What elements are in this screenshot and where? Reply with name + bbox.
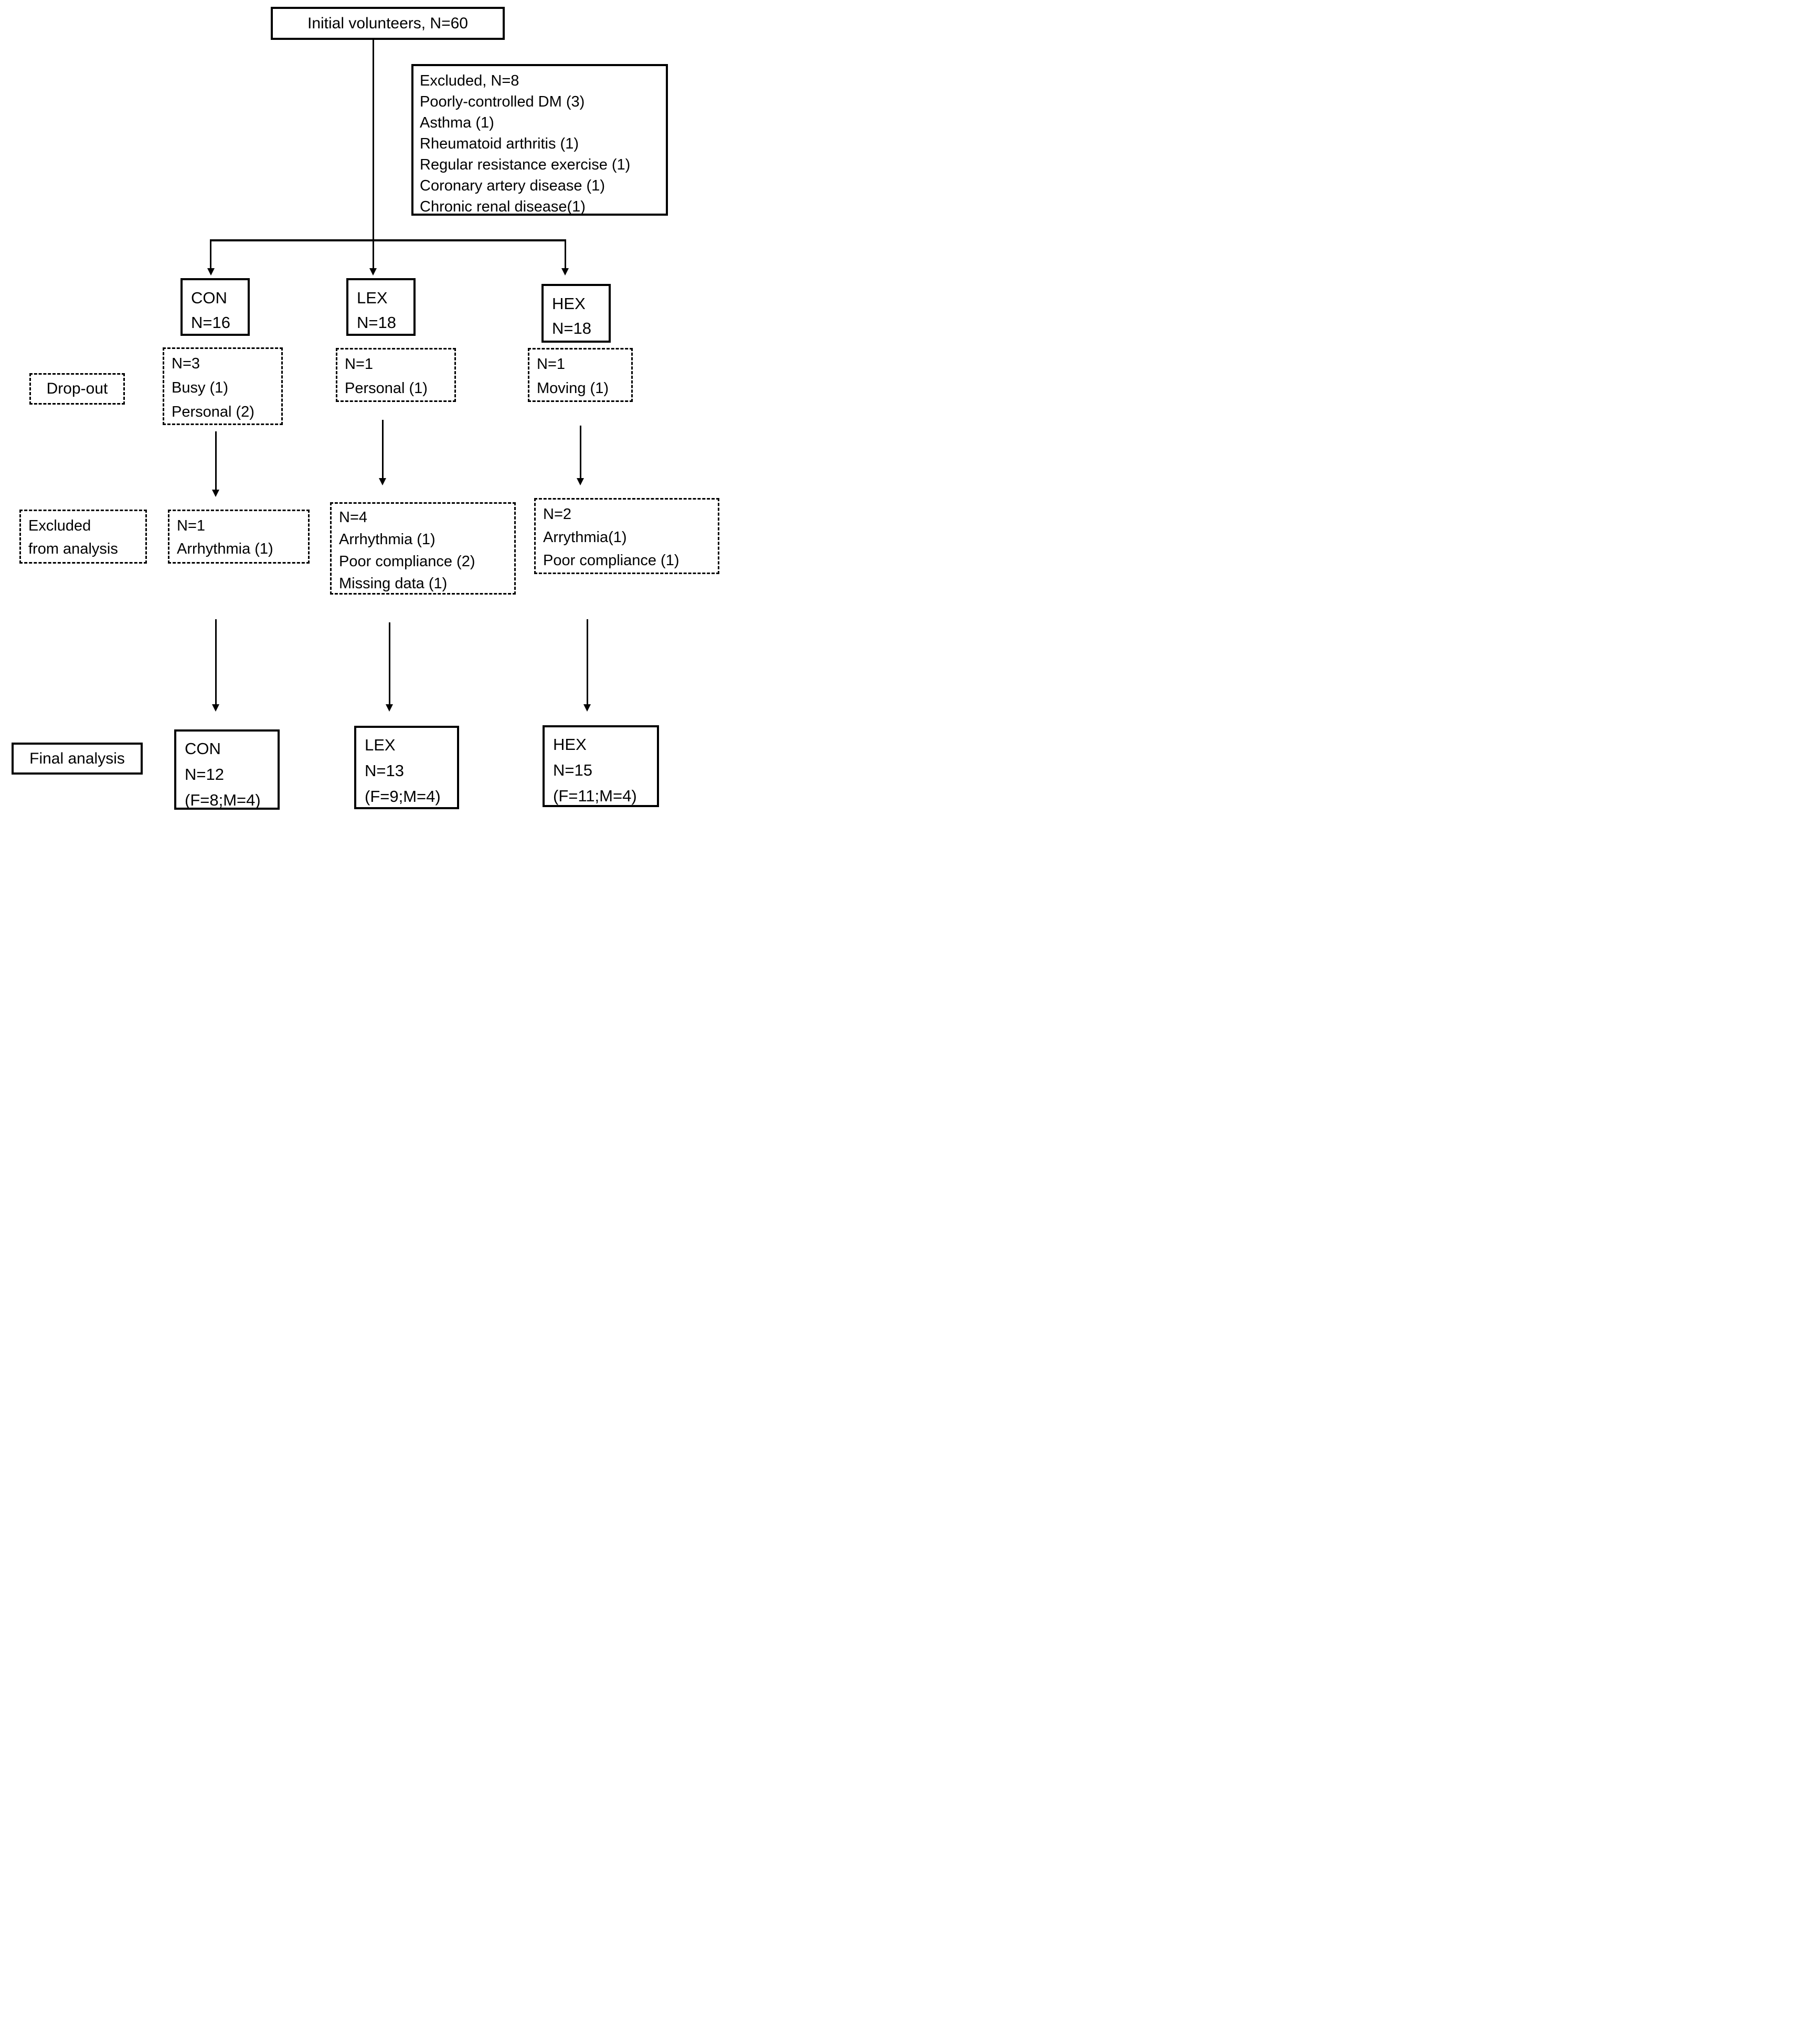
arrowhead-hex-excluded (577, 478, 584, 485)
hex-final-sex: (F=11;M=4) (553, 787, 637, 805)
lex-group-n: N=18 (357, 313, 396, 332)
arrowhead-lex-final (386, 704, 393, 712)
excluded-reason: Chronic renal disease(1) (420, 198, 586, 215)
con-dropout-reason: Busy (1) (172, 379, 228, 396)
lex-final-name: LEX (365, 736, 396, 754)
con-excluded-analysis-box: N=1 Arrhythmia (1) (168, 510, 310, 564)
con-excluded-n: N=1 (177, 517, 206, 534)
excluded-reason: Regular resistance exercise (1) (420, 156, 631, 173)
excluded-reason: Rheumatoid arthritis (1) (420, 135, 579, 152)
hex-final-n: N=15 (553, 761, 592, 779)
lex-group-box: LEX N=18 (346, 278, 416, 336)
con-final-name: CON (185, 739, 221, 758)
lex-final-box: LEX N=13 (F=9;M=4) (354, 726, 459, 809)
lex-final-n: N=13 (365, 761, 404, 780)
lex-dropout-box: N=1 Personal (1) (336, 348, 456, 402)
hex-dropout-reason: Moving (1) (537, 380, 609, 397)
connector-hex-excluded-to-final (587, 619, 588, 704)
connector-hex-dropout-to-excluded (580, 426, 581, 478)
excluded-initial-box: Excluded, N=8 Poorly-controlled DM (3) A… (411, 64, 668, 216)
excluded-analysis-row-label: from analysis (28, 541, 118, 557)
excluded-reason: Coronary artery disease (1) (420, 177, 605, 194)
hex-group-name: HEX (552, 294, 586, 313)
arrowhead-to-lex (369, 268, 377, 276)
hex-final-box: HEX N=15 (F=11;M=4) (543, 725, 659, 807)
arrowhead-lex-excluded (379, 478, 386, 485)
flow-diagram: Initial volunteers, N=60 Excluded, N=8 P… (0, 0, 723, 818)
con-dropout-n: N=3 (172, 355, 200, 372)
connector-lex-dropout-to-excluded (382, 420, 384, 478)
lex-dropout-reason: Personal (1) (345, 380, 428, 397)
lex-excluded-analysis-box: N=4 Arrhythmia (1) Poor compliance (2) M… (330, 502, 516, 595)
arrowhead-con-excluded (212, 490, 219, 497)
connector-branch-horizontal (210, 239, 566, 241)
con-dropout-box: N=3 Busy (1) Personal (2) (163, 347, 283, 425)
arrowhead-to-con (207, 268, 215, 276)
hex-excluded-n: N=2 (543, 506, 572, 523)
hex-group-n: N=18 (552, 319, 591, 337)
lex-group-name: LEX (357, 289, 388, 307)
lex-dropout-n: N=1 (345, 356, 374, 373)
lex-excluded-reason: Arrhythmia (1) (339, 531, 435, 548)
connector-con-dropout-to-excluded (215, 431, 217, 490)
lex-excluded-n: N=4 (339, 509, 368, 526)
hex-excluded-reason: Arrythmia(1) (543, 529, 627, 546)
lex-excluded-reason: Missing data (1) (339, 575, 448, 592)
con-final-box: CON N=12 (F=8;M=4) (174, 729, 280, 810)
connector-branch-to-hex (565, 239, 566, 268)
connector-lex-excluded-to-final (389, 622, 390, 704)
final-row-label-box: Final analysis (12, 743, 143, 775)
hex-excluded-analysis-box: N=2 Arrythmia(1) Poor compliance (1) (534, 498, 719, 574)
hex-dropout-n: N=1 (537, 356, 566, 373)
con-group-name: CON (191, 289, 227, 307)
con-group-box: CON N=16 (180, 278, 250, 336)
connector-branch-to-con (210, 239, 211, 268)
lex-excluded-reason: Poor compliance (2) (339, 553, 475, 570)
con-excluded-reason: Arrhythmia (1) (177, 541, 273, 557)
hex-final-name: HEX (553, 735, 587, 754)
dropout-row-label-box: Drop-out (29, 373, 125, 405)
dropout-row-label: Drop-out (46, 380, 108, 397)
arrowhead-con-final (212, 704, 219, 712)
con-group-n: N=16 (191, 313, 230, 332)
hex-group-box: HEX N=18 (541, 284, 611, 343)
excluded-analysis-row-label: Excluded (28, 517, 91, 534)
hex-dropout-box: N=1 Moving (1) (528, 348, 633, 402)
excluded-analysis-row-label-box: Excluded from analysis (19, 510, 147, 564)
arrowhead-to-hex (561, 268, 569, 276)
con-dropout-reason: Personal (2) (172, 404, 254, 420)
arrowhead-hex-final (583, 704, 591, 712)
con-final-sex: (F=8;M=4) (185, 791, 261, 809)
excluded-reason: Asthma (1) (420, 114, 494, 131)
final-row-label: Final analysis (29, 749, 125, 767)
excluded-initial-title: Excluded, N=8 (420, 72, 519, 89)
connector-top-to-lex (373, 40, 374, 268)
con-final-n: N=12 (185, 765, 224, 783)
lex-final-sex: (F=9;M=4) (365, 787, 441, 806)
initial-volunteers-label: Initial volunteers, N=60 (307, 14, 468, 32)
connector-con-excluded-to-final (215, 619, 217, 704)
initial-volunteers-box: Initial volunteers, N=60 (271, 7, 505, 40)
excluded-reason: Poorly-controlled DM (3) (420, 93, 585, 110)
hex-excluded-reason: Poor compliance (1) (543, 552, 679, 569)
